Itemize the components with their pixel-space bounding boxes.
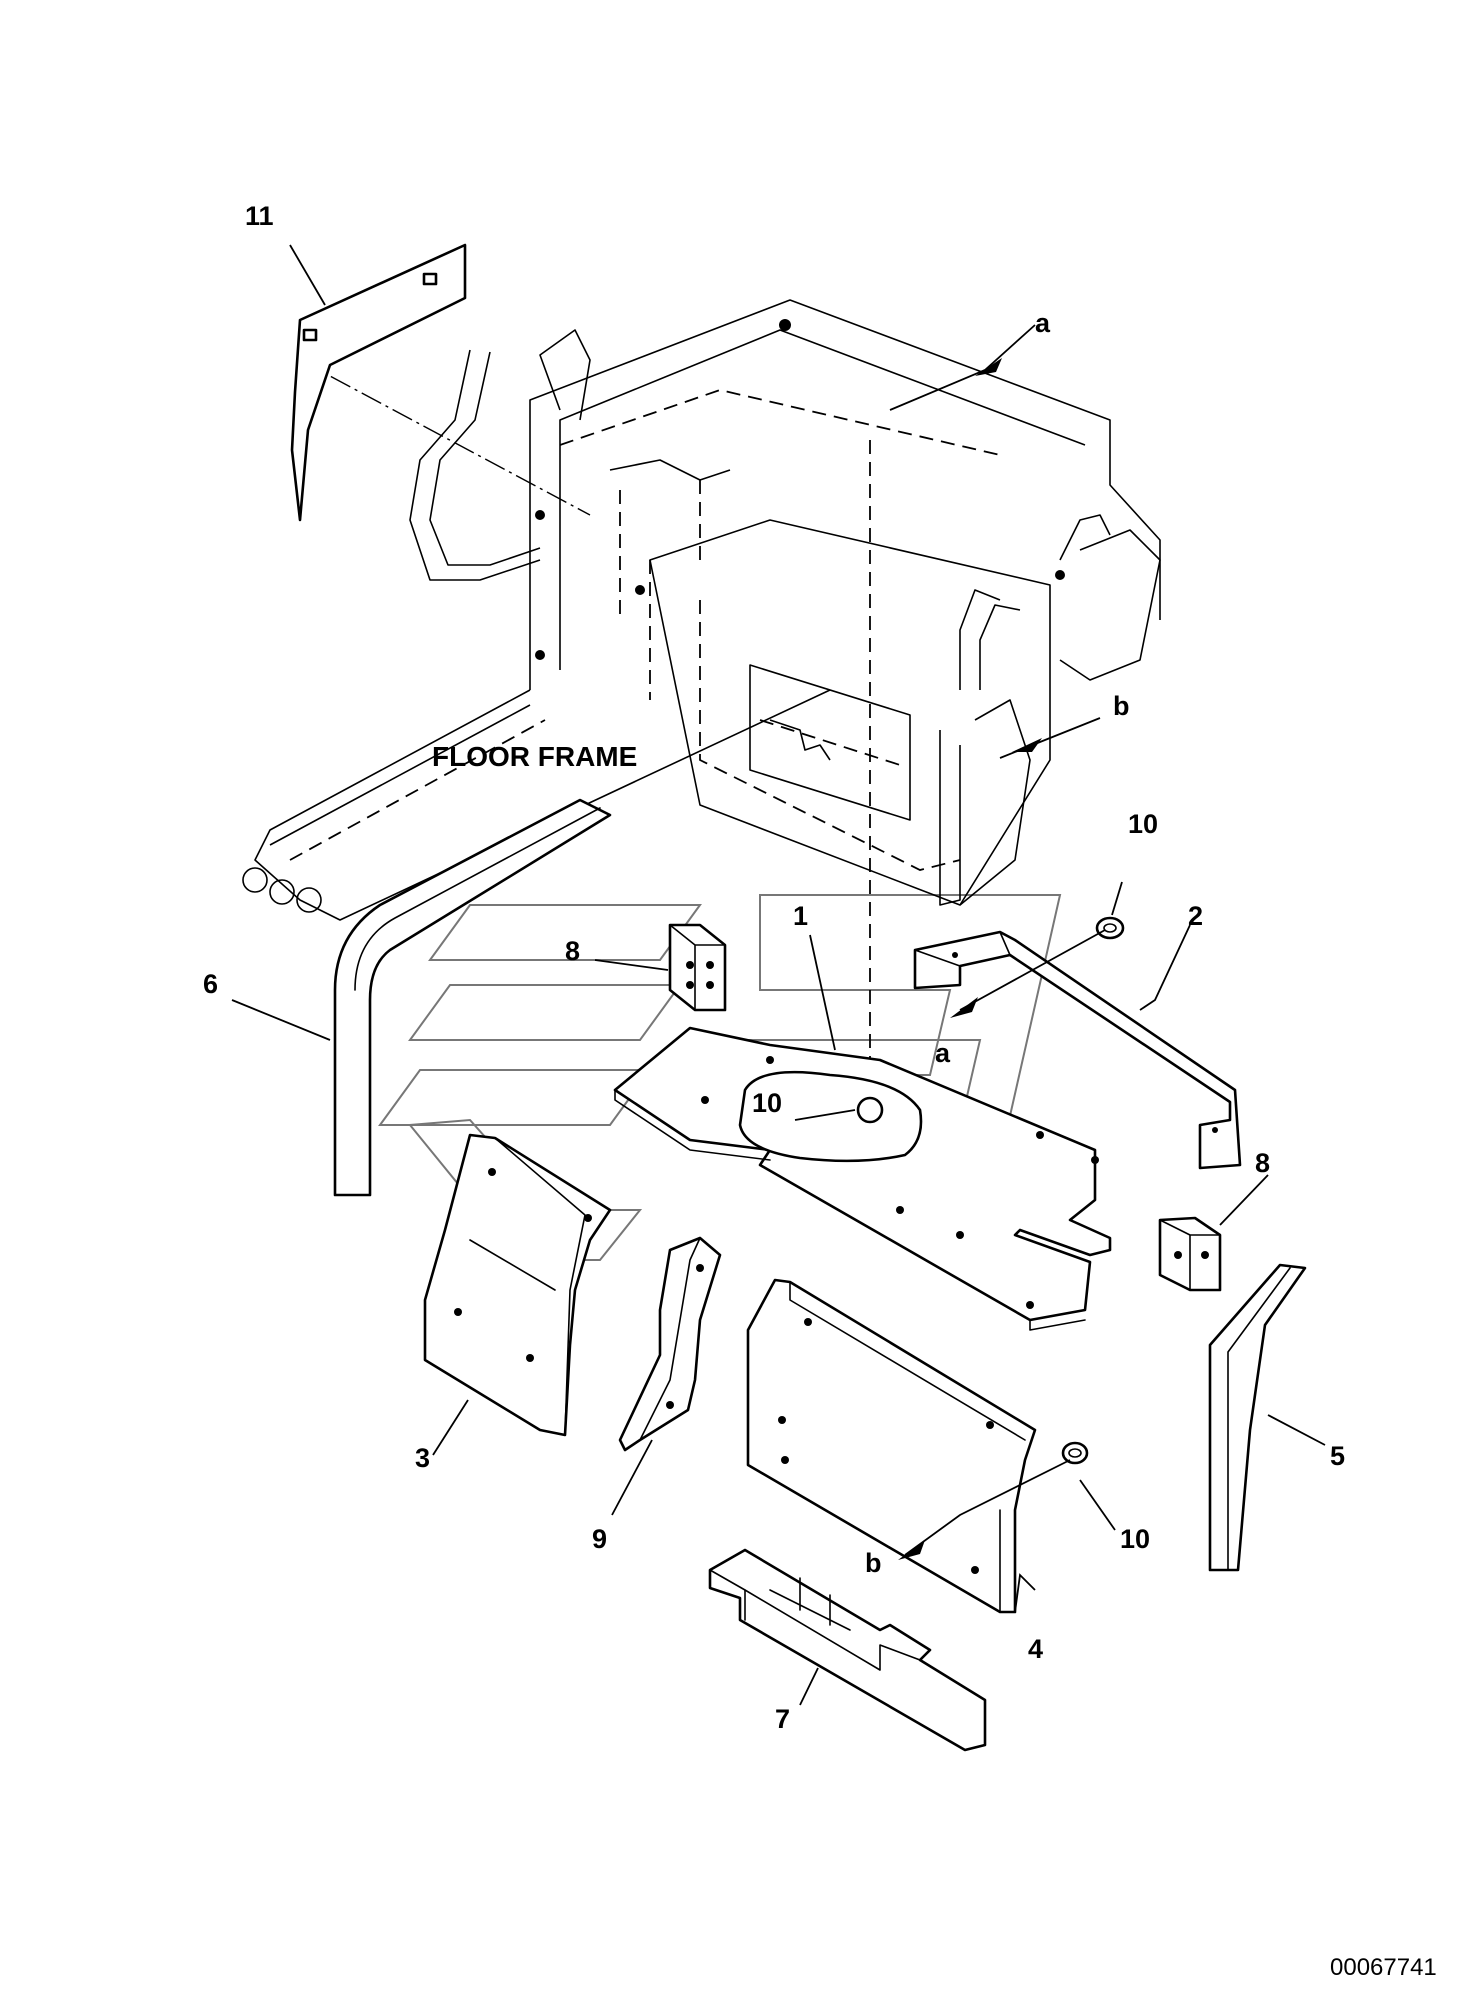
part-7-bottom-bracket bbox=[708, 1548, 987, 1752]
part-8-left-block bbox=[668, 923, 727, 1012]
part-9-corner-strip bbox=[618, 1236, 722, 1452]
floor-frame-phantom bbox=[242, 299, 1161, 921]
view-marker-b-bottom: b bbox=[865, 1548, 882, 1578]
callout-9: 9 bbox=[592, 1524, 607, 1554]
callout-3: 3 bbox=[415, 1443, 430, 1473]
callout-5: 5 bbox=[1330, 1441, 1345, 1471]
callout-10-bottom: 10 bbox=[1120, 1524, 1150, 1554]
view-marker-a-top: a bbox=[1035, 308, 1051, 338]
part-5-right-seal bbox=[1208, 1263, 1307, 1572]
view-arrowheads bbox=[898, 358, 1042, 1560]
callout-4: 4 bbox=[1028, 1634, 1043, 1664]
part-10-bottom-ring bbox=[1061, 1441, 1089, 1465]
part-2-u-channel bbox=[913, 930, 1242, 1170]
callout-6: 6 bbox=[203, 969, 218, 999]
floor-frame-caption: FLOOR FRAME bbox=[432, 741, 637, 772]
part-6-left-seal bbox=[333, 798, 612, 1197]
part-3-front-left-panel bbox=[423, 1133, 612, 1437]
callout-7: 7 bbox=[775, 1704, 790, 1734]
view-marker-b-top: b bbox=[1113, 691, 1130, 721]
part-4-front-panel bbox=[746, 1278, 1037, 1614]
callout-8-right: 8 bbox=[1255, 1148, 1270, 1178]
view-marker-a-mid: a bbox=[935, 1038, 951, 1068]
part-10-top-ring bbox=[1095, 916, 1125, 940]
part-1-floor-plate bbox=[613, 1026, 1112, 1331]
part-11-side-mat bbox=[290, 243, 467, 522]
callout-2: 2 bbox=[1188, 901, 1203, 931]
callout-11: 11 bbox=[245, 201, 274, 231]
callout-leaders bbox=[231, 244, 1326, 1706]
document-number: 00067741 bbox=[1330, 1954, 1437, 1981]
callout-1: 1 bbox=[793, 901, 808, 931]
callout-8-left: 8 bbox=[565, 936, 580, 966]
callout-10-center: 10 bbox=[752, 1088, 782, 1118]
part-8-right-block bbox=[1158, 1216, 1222, 1292]
callout-10-top: 10 bbox=[1128, 809, 1158, 839]
leader-chain-11 bbox=[299, 359, 591, 516]
